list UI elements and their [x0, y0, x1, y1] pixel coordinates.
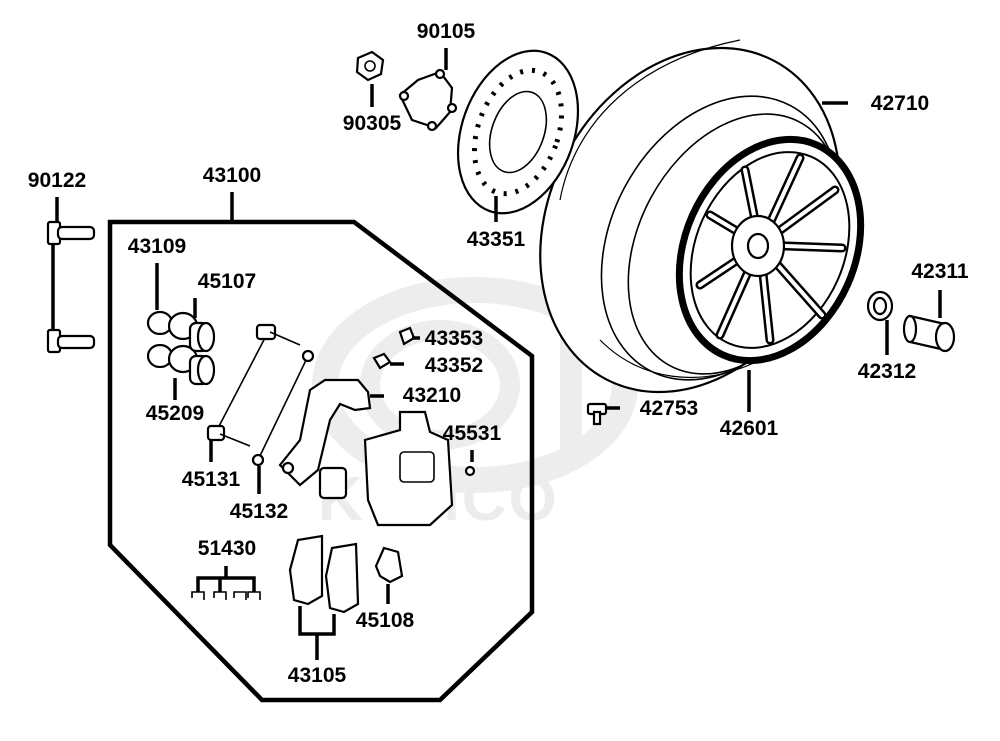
part-label-90122: 90122: [28, 169, 86, 192]
bolt-90122-lower: [46, 328, 96, 354]
part-label-43105: 43105: [288, 664, 347, 687]
part-label-42710: 42710: [871, 92, 929, 115]
valve-42753: [586, 402, 608, 426]
part-label-43351: 43351: [467, 228, 526, 251]
part-label-45107: 45107: [198, 270, 256, 293]
screw-45531: [464, 465, 476, 477]
caliper-body: [318, 410, 454, 527]
part-label-45132: 45132: [230, 500, 288, 523]
part-label-42753: 42753: [640, 397, 698, 420]
part-label-43109: 43109: [128, 235, 186, 258]
part-label-42312: 42312: [858, 360, 916, 383]
part-label-43210: 43210: [403, 384, 461, 407]
part-label-43352: 43352: [425, 354, 483, 377]
part-label-45531: 45531: [443, 422, 502, 445]
part-number-labels: 90105 90305 42710 90122 43100 43351 43109 42311…: [28, 20, 969, 687]
part-label-90305: 90305: [343, 112, 402, 135]
assembly-43100-outline: [107, 219, 535, 703]
nut-90305: [355, 50, 385, 82]
wheel-rim-42601: [675, 135, 865, 365]
pistons-45107: [167, 311, 216, 386]
part-label-42311: 42311: [911, 260, 969, 283]
pad-pins-51430: [191, 591, 261, 600]
collar-42311: [902, 314, 956, 353]
part-label-45209: 45209: [146, 402, 204, 425]
part-label-43100: 43100: [203, 164, 261, 187]
part-label-42601: 42601: [720, 417, 779, 440]
part-label-51430: 51430: [198, 537, 256, 560]
bleeder-cap-43352: [372, 352, 392, 370]
pad-spring-45108: [374, 546, 404, 584]
spacer-42312: [866, 290, 894, 322]
part-label-43353: 43353: [425, 327, 483, 350]
brake-disc-43351: [456, 49, 580, 215]
part-label-45108: 45108: [356, 609, 415, 632]
part-label-90105: 90105: [417, 20, 476, 43]
caliper-bracket-43210: [278, 378, 372, 487]
part-label-45131: 45131: [182, 468, 241, 491]
brake-pads-43105: [288, 534, 360, 614]
disc-bracket-90105: [398, 68, 458, 132]
bolt-90122-upper: [46, 220, 96, 246]
boot-45132: [251, 349, 315, 467]
slide-pin-45131: [206, 323, 301, 447]
leader-lines: [51, 48, 942, 660]
